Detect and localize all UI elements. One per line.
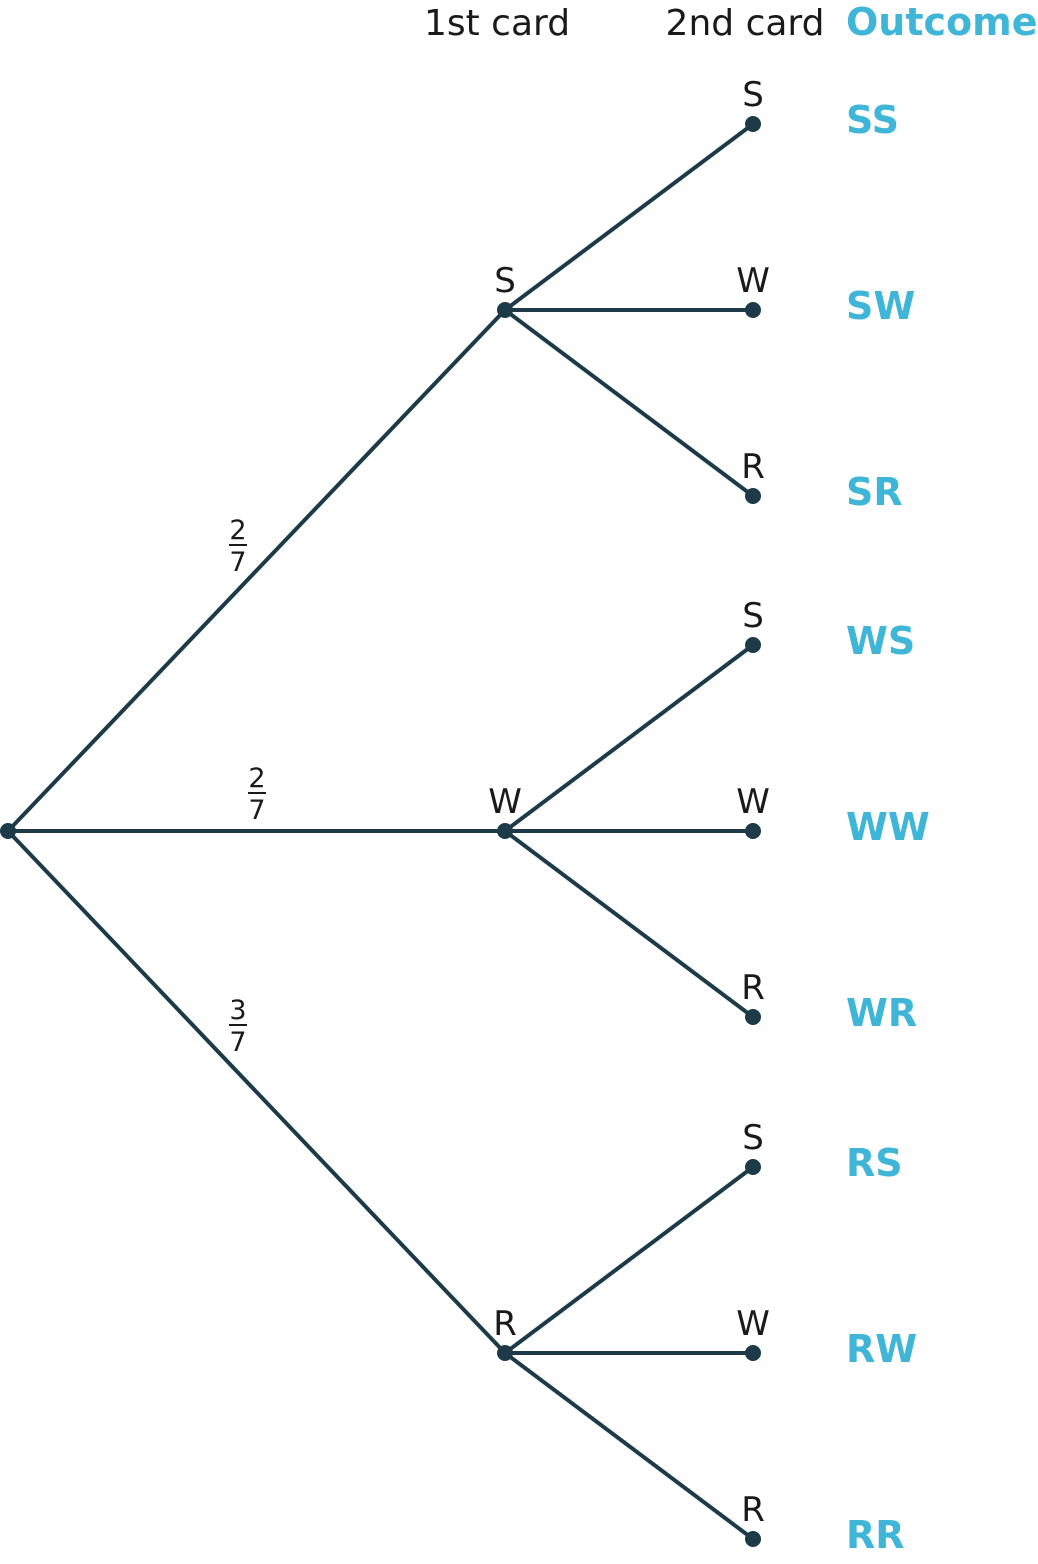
second-card-node-sr [745,488,761,504]
outcome-label: WS [846,619,915,663]
outcome-label: RS [846,1141,903,1185]
leaf-edge-wr [503,829,755,1019]
second-card-label: S [742,75,764,115]
second-card-node-rs [745,1159,761,1175]
second-card-label: R [741,968,765,1008]
second-card-label: W [736,782,770,822]
probability-numerator: 2 [229,515,246,546]
second-card-node-rr [745,1531,761,1547]
outcome-label: SS [846,98,899,142]
probability-denominator: 7 [248,795,265,826]
first-card-label: R [493,1304,517,1344]
first-card-node-s [497,302,513,318]
second-card-label: R [741,447,765,487]
second-card-node-wr [745,1009,761,1025]
first-card-node-r [497,1345,513,1361]
probability-denominator: 7 [229,547,246,578]
probability-denominator: 7 [229,1027,246,1058]
second-card-label: R [741,1490,765,1530]
probability-numerator: 2 [248,763,265,794]
leaf-edge-rr [503,1351,755,1541]
second-card-node-ws [745,637,761,653]
outcome-label: SR [846,470,903,514]
second-card-label: S [742,1118,764,1158]
first-card-label: W [488,782,522,822]
second-card-label: S [742,596,764,636]
outcome-label: WR [846,991,917,1035]
outcome-label: WW [846,805,930,849]
leaf-edge-rs [503,1165,755,1355]
second-card-node-sw [745,302,761,318]
outcome-label: RR [846,1513,905,1557]
second-card-node-rw [745,1345,761,1361]
second-card-node-ss [745,116,761,132]
leaf-edge-ws [503,643,755,833]
leaf-edge-ss [503,122,755,312]
second-card-node-ww [745,823,761,839]
branch-edge-r [6,829,507,1355]
header-second-card: 2nd card [666,3,825,44]
outcome-label: RW [846,1327,917,1371]
first-card-label: S [494,261,516,301]
second-card-label: W [736,261,770,301]
root-node [0,823,16,839]
header-first-card: 1st card [424,3,570,44]
outcome-label: SW [846,284,915,328]
probability-numerator: 3 [229,995,246,1026]
leaf-edge-sr [503,308,755,498]
header-outcome: Outcome [846,0,1038,44]
first-card-node-w [497,823,513,839]
second-card-label: W [736,1304,770,1344]
branch-edge-s [6,308,507,833]
